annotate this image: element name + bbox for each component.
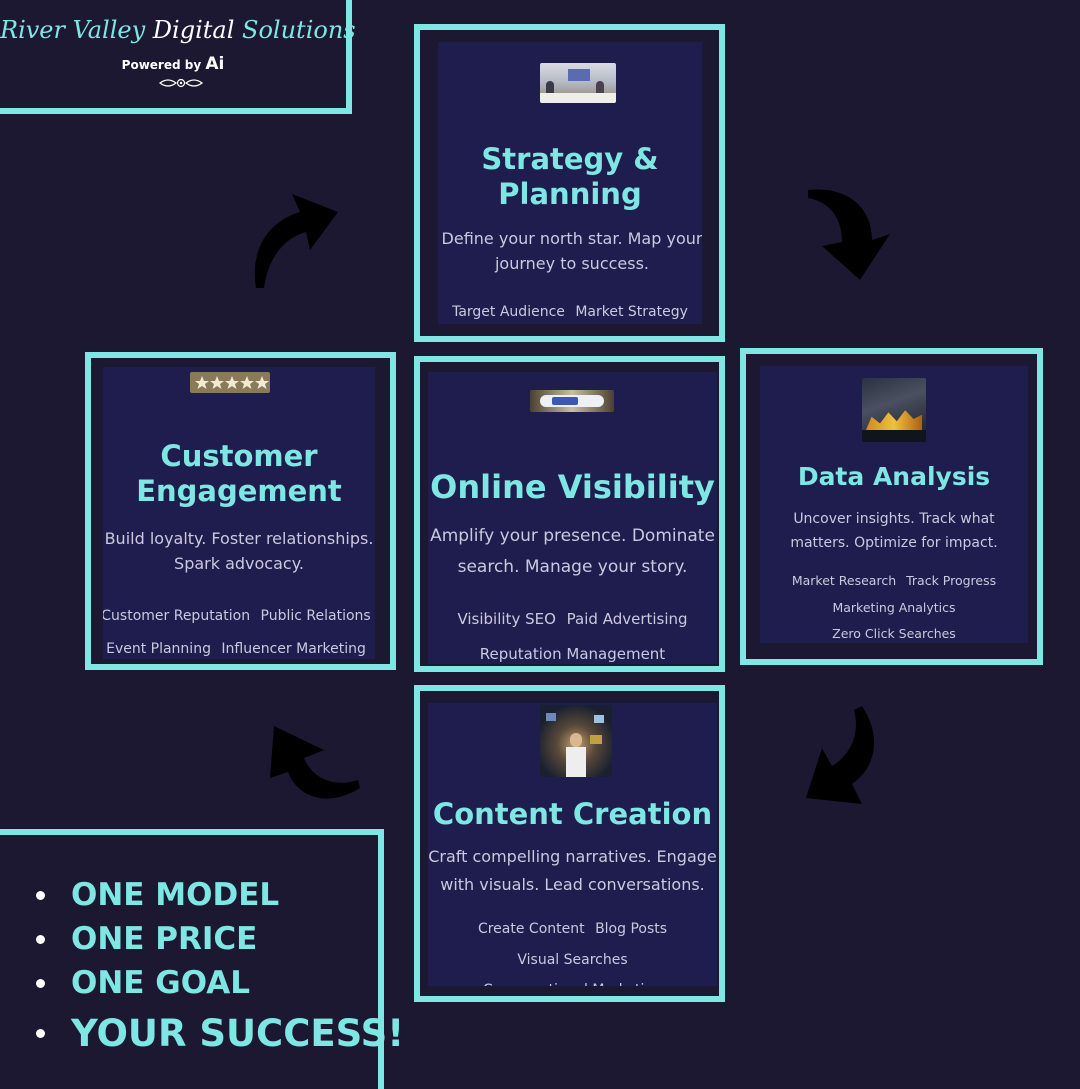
- bullet-dot: [36, 934, 45, 944]
- curved-arrow-icon: [254, 194, 338, 288]
- card-customer-engagement[interactable]: Customer Engagement Build loyalty. Foste…: [85, 352, 396, 670]
- card-description: Build loyalty. Foster relationships. Spa…: [104, 529, 374, 573]
- tag-paid-advertising[interactable]: Paid Advertising: [566, 610, 688, 628]
- tag-blog-posts[interactable]: Blog Posts: [595, 921, 668, 937]
- bullet-dot: [36, 1028, 45, 1038]
- card-panel: Content Creation Craft compelling narrat…: [428, 703, 717, 986]
- overwhelmed-person-photo: [540, 705, 612, 777]
- value-proposition-list: ONE MODEL ONE PRICE ONE GOAL YOUR SUCCES…: [36, 873, 404, 1061]
- list-item: ONE GOAL: [36, 961, 404, 1005]
- star-rating-icon: [190, 372, 270, 393]
- tag-event-planning[interactable]: Event Planning: [106, 641, 211, 657]
- curved-arrow-icon: [808, 189, 890, 280]
- tag-market-strategy[interactable]: Market Strategy: [575, 304, 688, 320]
- card-panel: Strategy & Planning Define your north st…: [438, 42, 702, 324]
- brand-logo: River Valley Digital Solutions Powered b…: [0, 0, 356, 114]
- bullet-dot: [36, 890, 45, 900]
- tag-zero-click-searches[interactable]: Zero Click Searches: [832, 626, 956, 641]
- card-description: Amplify your presence. Dominate search. …: [430, 526, 715, 577]
- card-description: Define your north star. Map your journey…: [441, 229, 702, 273]
- bullet-dot: [36, 978, 45, 988]
- card-tags: Target Audience Market Strategy: [438, 304, 702, 320]
- list-item: ONE PRICE: [36, 917, 404, 961]
- tag-influencer-marketing[interactable]: Influencer Marketing: [221, 641, 366, 657]
- card-description: Uncover insights. Track what matters. Op…: [790, 511, 998, 551]
- flourish-ornament-icon: [158, 78, 204, 88]
- curved-arrow-icon: [806, 706, 875, 804]
- card-data-analysis[interactable]: Data Analysis Uncover insights. Track wh…: [740, 348, 1043, 665]
- card-tags: Market Research Track Progress Marketing…: [760, 568, 1028, 643]
- tag-customer-reputation[interactable]: Customer Reputation: [103, 608, 251, 624]
- card-title: Content Creation: [432, 797, 713, 831]
- card-strategy-planning[interactable]: Strategy & Planning Define your north st…: [414, 24, 725, 342]
- list-item: ONE MODEL: [36, 873, 404, 917]
- card-description: Craft compelling narratives. Engage with…: [428, 847, 717, 894]
- list-item: YOUR SUCCESS!: [36, 1005, 404, 1061]
- card-title: Strategy & Planning: [481, 142, 659, 211]
- card-online-visibility[interactable]: Online Visibility Amplify your presence.…: [414, 356, 725, 672]
- tag-marketing-analytics[interactable]: Marketing Analytics: [832, 599, 956, 615]
- card-title: Online Visibility: [430, 468, 715, 506]
- tag-visual-searches[interactable]: Visual Searches: [517, 951, 628, 968]
- brand-name: River Valley Digital Solutions: [0, 16, 356, 44]
- brand-tagline: Powered by Ai: [121, 54, 225, 74]
- value-proposition-panel: [0, 829, 384, 1089]
- search-bar-photo: [530, 390, 614, 412]
- tag-target-audience[interactable]: Target Audience: [452, 304, 565, 320]
- tag-reputation-management[interactable]: Reputation Management: [479, 645, 666, 663]
- card-tags: Create Content Blog Posts Visual Searche…: [428, 914, 717, 986]
- meeting-photo: [540, 63, 616, 103]
- curved-arrow-icon: [270, 726, 360, 799]
- card-tags: Visibility SEO Paid Advertising Reputati…: [428, 602, 717, 664]
- tag-visibility-seo[interactable]: Visibility SEO: [457, 610, 556, 628]
- analytics-photo: [862, 378, 926, 442]
- tag-create-content[interactable]: Create Content: [477, 921, 585, 937]
- tag-market-research[interactable]: Market Research: [791, 573, 897, 588]
- card-title: Data Analysis: [797, 462, 991, 491]
- tag-public-relations[interactable]: Public Relations: [260, 608, 371, 624]
- card-title: Customer Engagement: [136, 439, 342, 508]
- card-panel: Online Visibility Amplify your presence.…: [428, 372, 717, 664]
- tag-conversational-marketing[interactable]: Conversational Marketing: [483, 975, 662, 986]
- card-panel: Data Analysis Uncover insights. Track wh…: [760, 366, 1028, 643]
- tag-track-progress[interactable]: Track Progress: [906, 573, 997, 588]
- card-panel: Customer Engagement Build loyalty. Foste…: [103, 367, 375, 659]
- card-tags: Customer Reputation Public Relations Eve…: [103, 600, 375, 659]
- card-content-creation[interactable]: Content Creation Craft compelling narrat…: [414, 685, 725, 1002]
